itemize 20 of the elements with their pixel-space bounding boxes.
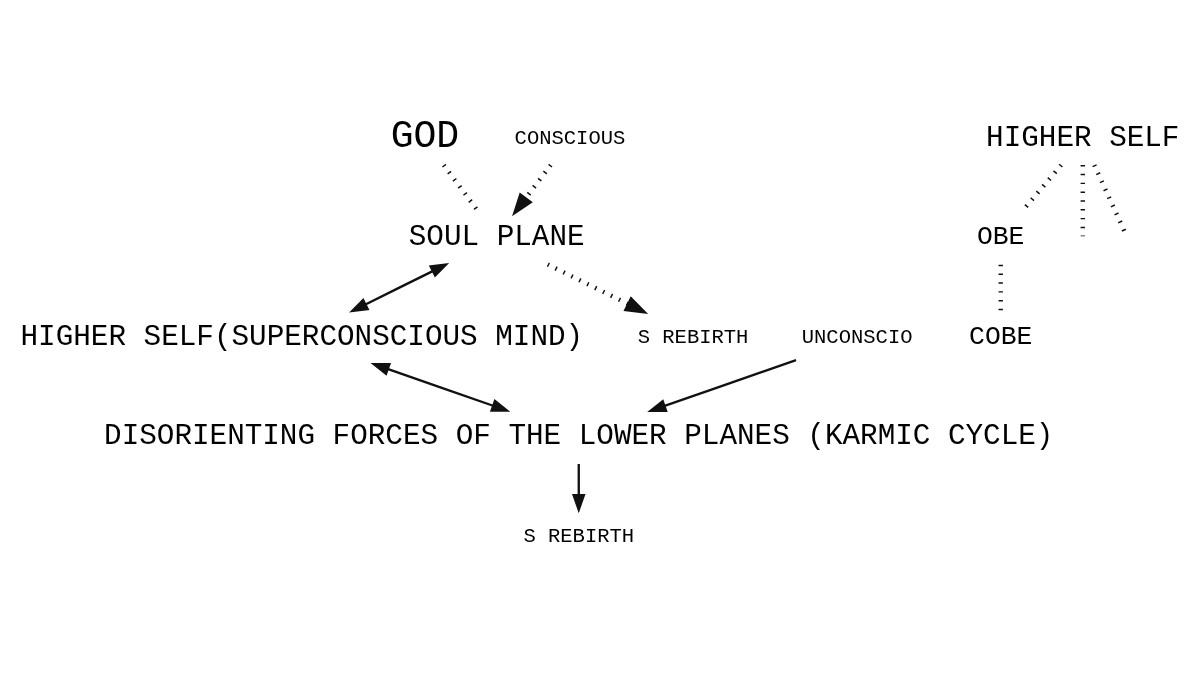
arrow — [349, 262, 450, 313]
arrow — [546, 262, 649, 314]
node-text: COBE — [969, 321, 1033, 352]
node-text: HIGHER SELF — [986, 121, 1180, 155]
node-text: CONSCIOUS — [514, 126, 626, 150]
arrow — [512, 163, 553, 217]
node-text: S REBIRTH — [637, 325, 749, 349]
arrow — [370, 362, 511, 412]
node-text: SOUL PLANE — [408, 221, 585, 255]
node-text: DISORIENTING FORCES OF THE LOWER PLANES (KARMIC CYCLE) — [104, 420, 1054, 454]
connector — [442, 163, 480, 213]
connector — [1080, 165, 1085, 237]
node-text: S REBIRTH — [523, 525, 635, 549]
node-text: OBE — [977, 222, 1025, 253]
arrow — [647, 359, 797, 412]
arrow — [572, 464, 586, 514]
node-text: GOD — [390, 115, 460, 159]
node-text: UNCONSCIO — [801, 325, 913, 349]
connector — [998, 264, 1003, 311]
node-text: HIGHER SELF(SUPERCONSCIOUS MIND) — [20, 320, 584, 354]
